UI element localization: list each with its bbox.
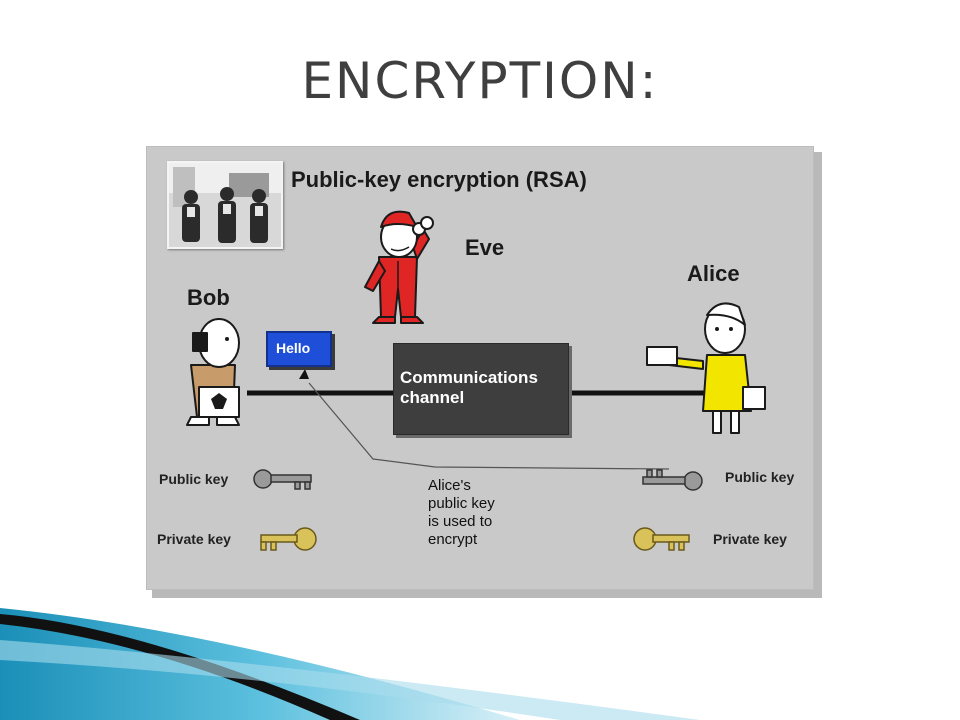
- bob-figure: [186, 318, 240, 426]
- alice-private-key-icon: [633, 527, 690, 551]
- eve-label: Eve: [465, 235, 505, 260]
- slide-title: ENCRYPTION:: [301, 52, 659, 110]
- communications-channel-box: Communications channel: [393, 343, 569, 435]
- bottom-swoosh-decoration: [0, 608, 700, 720]
- encryption-note: Alice's public key is used to encrypt: [428, 477, 495, 549]
- alice-figure: [646, 302, 766, 434]
- note-line-3: is used to: [428, 513, 493, 530]
- bob-public-key-icon: [253, 469, 312, 490]
- hello-message-box: Hello: [266, 331, 332, 367]
- alice-private-key-label: Private key: [713, 531, 787, 547]
- alice-label: Alice: [687, 261, 740, 286]
- photo-inventors: [167, 161, 283, 249]
- bob-private-key-icon: [260, 527, 317, 551]
- bob-private-key-label: Private key: [157, 531, 231, 547]
- channel-line-1: Communications: [400, 368, 538, 387]
- bob-label: Bob: [187, 285, 230, 310]
- rsa-diagram: Public-key encryption (RSA) Eve Bob Alic…: [146, 146, 814, 590]
- hello-message-text: Hello: [276, 340, 311, 356]
- alice-public-key-icon: [642, 469, 703, 491]
- channel-line-2: channel: [400, 388, 465, 407]
- alice-public-key-label: Public key: [725, 469, 795, 485]
- diagram-title: Public-key encryption (RSA): [291, 167, 587, 192]
- eve-figure: [364, 210, 434, 324]
- note-line-4: encrypt: [428, 531, 478, 548]
- keys: [253, 469, 703, 551]
- note-line-1: Alice's: [428, 477, 471, 494]
- note-line-2: public key: [428, 495, 495, 512]
- bob-public-key-label: Public key: [159, 471, 229, 487]
